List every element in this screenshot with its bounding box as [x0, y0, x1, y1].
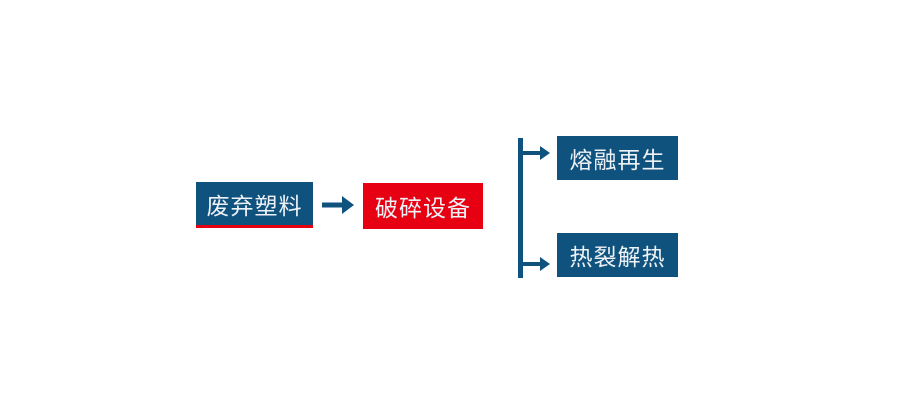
edge-waste-to-crushing — [322, 196, 354, 214]
edge-crushing-to-melt — [519, 146, 550, 160]
arrow-head-icon — [540, 257, 550, 271]
node-thermal-pyrolysis-label: 热裂解热 — [569, 245, 666, 271]
arrow-head-icon — [342, 196, 354, 214]
edge-crushing-to-pyrolysis — [519, 257, 550, 271]
node-waste-plastic: 废弃塑料 — [196, 182, 313, 228]
arrow-head-icon — [540, 146, 550, 160]
node-thermal-pyrolysis: 热裂解热 — [557, 233, 678, 277]
node-crushing-equipment-label: 破碎设备 — [375, 196, 471, 222]
node-melt-regeneration: 熔融再生 — [557, 136, 678, 180]
node-melt-regeneration-label: 熔融再生 — [569, 148, 666, 174]
node-waste-plastic-label: 废弃塑料 — [206, 193, 303, 220]
node-crushing-equipment: 破碎设备 — [363, 183, 483, 229]
